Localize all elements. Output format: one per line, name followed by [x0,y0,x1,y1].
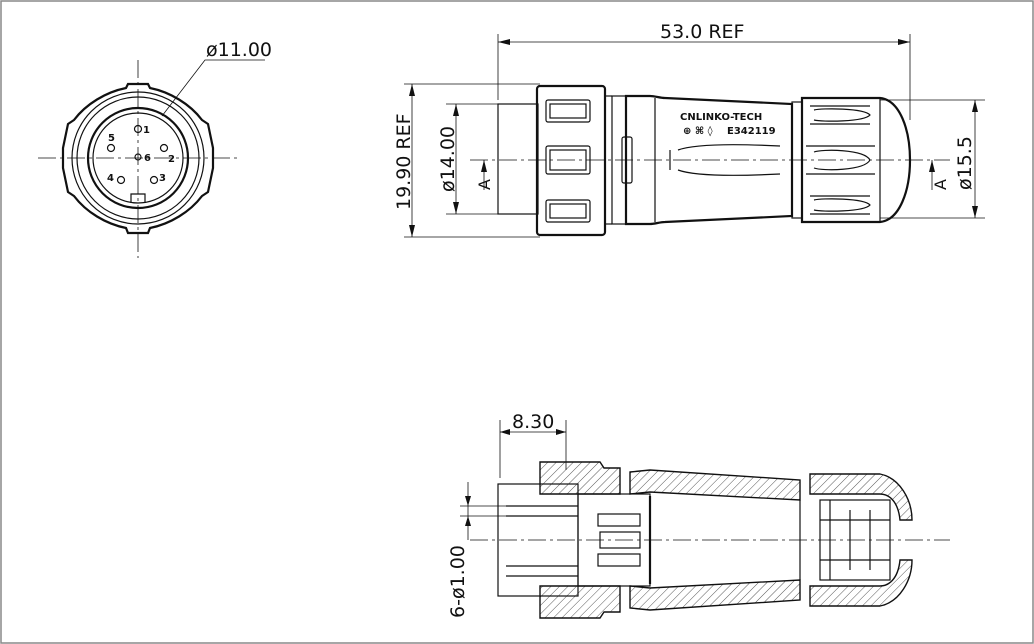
front-diameter-label: ø11.00 [206,39,272,61]
cert-marks: ⊕ ⌘ ◊ [683,125,713,137]
pin-diameter-label: 6-ø1.00 [447,545,469,618]
pin-label-1: 1 [143,125,150,136]
brand-text: CNLINKO-TECH [680,112,762,123]
height-ref-label: 19.90 REF [393,113,415,210]
pin-label-2: 2 [168,154,175,165]
section-view: 8.30 6-ø1.00 [447,411,950,619]
side-view: 53.0 REF 19.90 REF ø14.00 A A ø15.5 [393,21,985,238]
body-diameter-label: ø14.00 [437,126,459,192]
front-view: 1 2 3 4 5 6 ø11.00 [38,39,272,258]
nut-diameter-label: ø15.5 [954,136,976,190]
overall-length-label: 53.0 REF [660,21,744,43]
section-mark-left: A [475,179,494,190]
pin-label-5: 5 [108,133,115,144]
section-mark-right: A [931,179,950,190]
depth-label: 8.30 [512,411,554,433]
pin-label-3: 3 [159,173,166,184]
part-number-text: E342119 [727,126,776,137]
pin-label-6: 6 [144,153,151,164]
pin-label-4: 4 [107,173,114,184]
